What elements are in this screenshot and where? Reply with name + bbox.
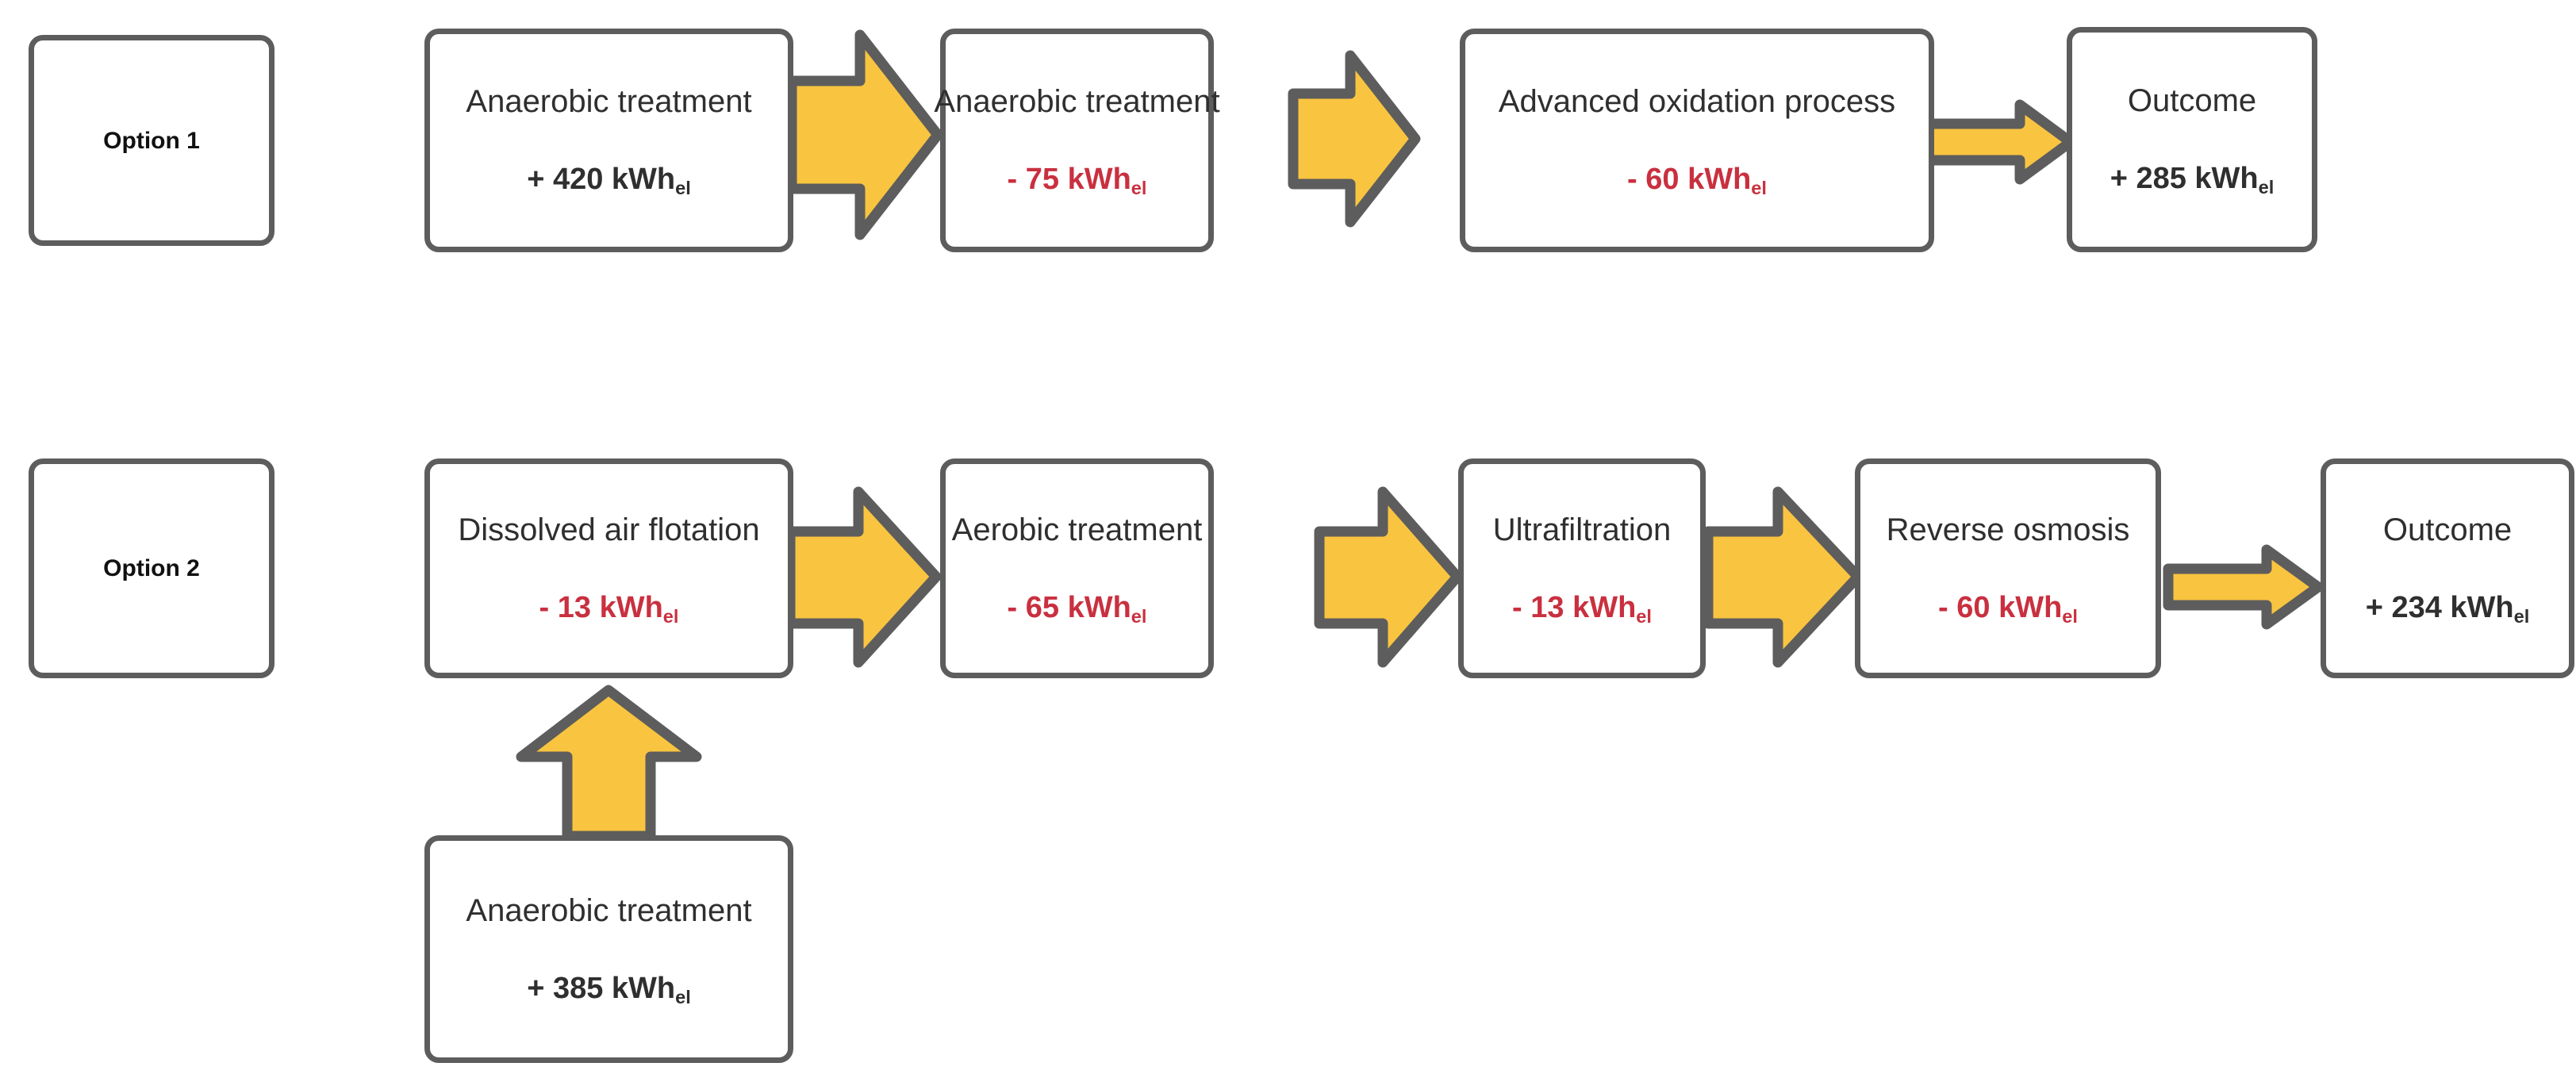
node-row1-advanced-oxidation: Advanced oxidation process - 60 kWhel (1460, 29, 1934, 252)
arrow-row2-2 (1313, 484, 1464, 670)
arrow-row2-1 (784, 484, 942, 670)
node-row2-aerobic-treatment: Aerobic treatment - 65 kWhel (940, 459, 1214, 678)
arrow-row1-3 (1918, 98, 2077, 186)
arrow-row2-4 (2162, 543, 2325, 631)
node-value: - 65 kWhel (1007, 590, 1147, 627)
node-title: Anaerobic treatment (934, 84, 1220, 120)
node-title: Outcome (2382, 512, 2513, 547)
node-row2-outcome: Outcome + 234 kWhel (2321, 459, 2574, 678)
node-value: + 234 kWhel (2365, 590, 2530, 627)
node-title: Anaerobic treatment (466, 892, 752, 928)
node-value: + 285 kWhel (2110, 162, 2275, 198)
arrow-row2-3 (1702, 484, 1864, 670)
option-1-label: Option 1 (103, 127, 200, 154)
arrow-row1-2 (1287, 48, 1422, 230)
node-row2-reverse-osmosis: Reverse osmosis - 60 kWhel (1855, 459, 2161, 678)
node-title: Outcome (2127, 83, 2257, 119)
node-row1-outcome: Outcome + 285 kWhel (2067, 27, 2317, 252)
node-row1-anaerobic-2: Anaerobic treatment - 75 kWhel (934, 29, 1220, 252)
option-2-label: Option 2 (103, 555, 200, 581)
node-row1-anaerobic-1: Anaerobic treatment + 420 kWhel (424, 29, 793, 252)
node-title: Anaerobic treatment (466, 84, 752, 120)
option-2-label-box: Option 2 (29, 459, 274, 678)
node-feeder-anaerobic-treatment: Anaerobic treatment + 385 kWhel (424, 835, 793, 1063)
node-row2-ultrafiltration: Ultrafiltration - 13 kWhel (1458, 459, 1706, 678)
node-title: Reverse osmosis (1886, 512, 2130, 547)
node-value: - 13 kWhel (1512, 590, 1652, 627)
node-title: Ultrafiltration (1492, 512, 1672, 547)
node-value: - 60 kWhel (1627, 163, 1767, 199)
arrow-row1-1 (785, 27, 944, 243)
node-row2-dissolved-air-flotation: Dissolved air flotation - 13 kWhel (424, 459, 793, 678)
node-value: + 385 kWhel (527, 971, 691, 1007)
node-value: - 13 kWhel (539, 590, 679, 627)
node-title: Dissolved air flotation (458, 512, 760, 547)
node-value: - 75 kWhel (1007, 163, 1147, 199)
node-title: Aerobic treatment (951, 512, 1203, 547)
arrow-feeder-up (512, 684, 706, 842)
option-1-label-box: Option 1 (29, 35, 274, 246)
node-title: Advanced oxidation process (1498, 84, 1896, 120)
node-value: + 420 kWhel (527, 163, 691, 199)
node-value: - 60 kWhel (1938, 590, 2078, 627)
